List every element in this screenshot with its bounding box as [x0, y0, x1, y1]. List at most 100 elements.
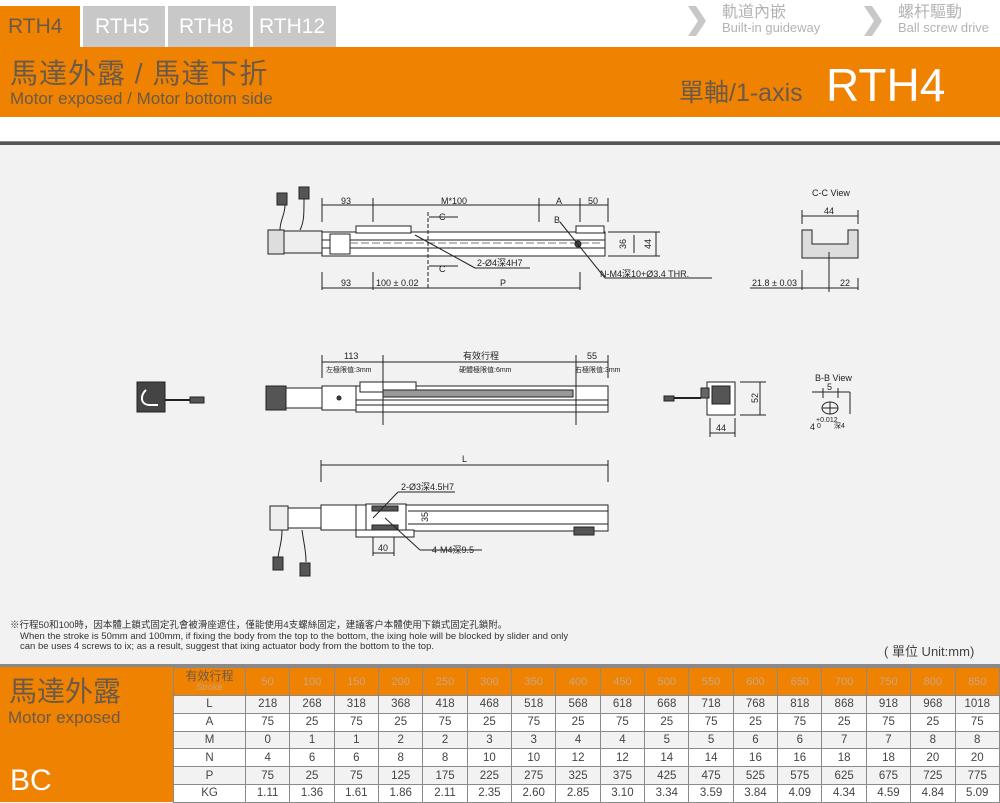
- table-cell: 575: [777, 766, 823, 785]
- table-cell: 7: [865, 730, 912, 750]
- table-cell: 75: [244, 712, 291, 732]
- table-cell: 868: [821, 695, 867, 714]
- table-cell: 25: [644, 712, 690, 732]
- dim-p: P: [500, 278, 506, 288]
- table-cell: 4.84: [910, 783, 956, 803]
- table-cell: 2.85: [555, 783, 601, 803]
- table-cell: 12: [599, 748, 646, 768]
- dim-35: 35: [420, 512, 430, 522]
- table-divider: [0, 664, 1000, 667]
- table-cell: 318: [333, 695, 380, 714]
- table-cell: 375: [599, 766, 646, 785]
- table-cell: 20: [954, 748, 1000, 768]
- table-cell: 10: [511, 748, 557, 768]
- bottom-view: [269, 460, 609, 577]
- section-c-top: C: [439, 212, 446, 222]
- table-cell: 8: [910, 730, 956, 750]
- tab-rth4[interactable]: RTH4: [0, 6, 80, 47]
- table-cell: 1.86: [378, 783, 424, 803]
- table-cell: 568: [555, 695, 601, 714]
- header-stroke-value: 850: [954, 667, 1000, 696]
- page-title-en: Motor exposed / Motor bottom side: [10, 89, 273, 108]
- table-cell: 1: [289, 730, 335, 750]
- chevron-right-icon: [688, 6, 706, 36]
- table-cell: 468: [466, 695, 513, 714]
- table-cell: 1: [333, 730, 380, 750]
- page-title-zh: 馬達外露 / 馬達下折: [10, 58, 269, 89]
- table-cell: 175: [422, 766, 468, 785]
- table-cell: 4.09: [777, 783, 823, 803]
- table-cell: 25: [732, 712, 779, 732]
- limit-right: 右極限值:3mm: [575, 365, 621, 374]
- table-cell: 75: [865, 712, 912, 732]
- table-cell: 768: [732, 695, 779, 714]
- dim-93-bottom: 93: [341, 278, 351, 288]
- chevron-right-icon: [864, 6, 882, 36]
- table-cell: 2.35: [466, 783, 513, 803]
- table-cell: 16: [777, 748, 823, 768]
- table-cell: 2.11: [422, 783, 468, 803]
- header-stroke-value: 550: [688, 667, 734, 696]
- model-tabs: RTH4 RTH5 RTH8 RTH12: [0, 6, 339, 47]
- table-cell: 75: [511, 712, 557, 732]
- table-cell: 25: [466, 712, 513, 732]
- table-cell: 3: [466, 730, 513, 750]
- table-cell: 25: [289, 766, 335, 785]
- table-cell: 5: [688, 730, 734, 750]
- header-stroke-value: 350: [511, 667, 557, 696]
- dim-m100: M*100: [441, 196, 467, 206]
- header-stroke-value: 450: [599, 667, 646, 696]
- tab-rth8[interactable]: RTH8: [168, 6, 250, 47]
- limit-left: 左極限值:3mm: [326, 365, 372, 374]
- dim-50: 50: [588, 196, 598, 206]
- header-stroke-en: Stroke: [196, 681, 223, 692]
- table-cell: 75: [244, 766, 291, 785]
- top-bar: RTH4 RTH5 RTH8 RTH12 軌道內嵌 Built-in guide…: [0, 0, 1000, 47]
- table-cell: 3.10: [599, 783, 646, 803]
- end-dim-52: 52: [750, 393, 760, 403]
- bb-depth: 深4: [834, 421, 845, 430]
- cc-dim-21-8: 21.8 ± 0.03: [752, 278, 797, 288]
- bb-hole-tol: 0: [817, 423, 821, 430]
- table-cell: 6: [333, 748, 380, 768]
- header-stroke-value: 400: [555, 667, 601, 696]
- feature-label-en: Built-in guideway: [722, 20, 821, 35]
- table-cell: 14: [644, 748, 690, 768]
- table-cell: 518: [511, 695, 557, 714]
- table-cell: 918: [865, 695, 912, 714]
- table-cell: 8: [422, 748, 468, 768]
- table-cell: 1.61: [333, 783, 380, 803]
- table-cell: 75: [333, 712, 380, 732]
- table-cell: 18: [821, 748, 867, 768]
- header-stroke-value: 200: [378, 667, 424, 696]
- table-cell: 368: [378, 695, 424, 714]
- dim-93-top: 93: [341, 196, 351, 206]
- table-cell: 75: [954, 712, 1000, 732]
- mark-b: B: [554, 215, 560, 225]
- table-cell: 14: [688, 748, 734, 768]
- dim-55: 55: [587, 351, 597, 361]
- table-cell: 418: [422, 695, 468, 714]
- spec-section-label: 馬達外露 Motor exposed BC: [0, 667, 173, 802]
- table-cell: 725: [910, 766, 956, 785]
- bb-dim-5: 5: [827, 382, 832, 392]
- table-cell: 1018: [954, 695, 1000, 714]
- callout-thread: N-M4深10+Ø3.4 THR.: [600, 269, 689, 279]
- dim-a: A: [556, 196, 562, 206]
- header-stroke-value: 500: [644, 667, 690, 696]
- tab-rth5[interactable]: RTH5: [83, 6, 165, 47]
- header-stroke-value: 750: [865, 667, 912, 696]
- table-cell: 6: [289, 748, 335, 768]
- table-cell: 325: [555, 766, 601, 785]
- table-cell: 3: [511, 730, 557, 750]
- table-cell: 625: [821, 766, 867, 785]
- dim-100-tol: 100 ± 0.02: [376, 278, 418, 288]
- dim-l: L: [462, 454, 467, 464]
- row-label: P: [173, 766, 246, 785]
- tab-rth12[interactable]: RTH12: [253, 6, 336, 47]
- table-cell: 7: [821, 730, 867, 750]
- dimension-drawing: 93 M*100 A 50 C C B 93 100 ± 0.02 P 2-Ø4…: [136, 186, 859, 577]
- table-cell: 0: [244, 730, 291, 750]
